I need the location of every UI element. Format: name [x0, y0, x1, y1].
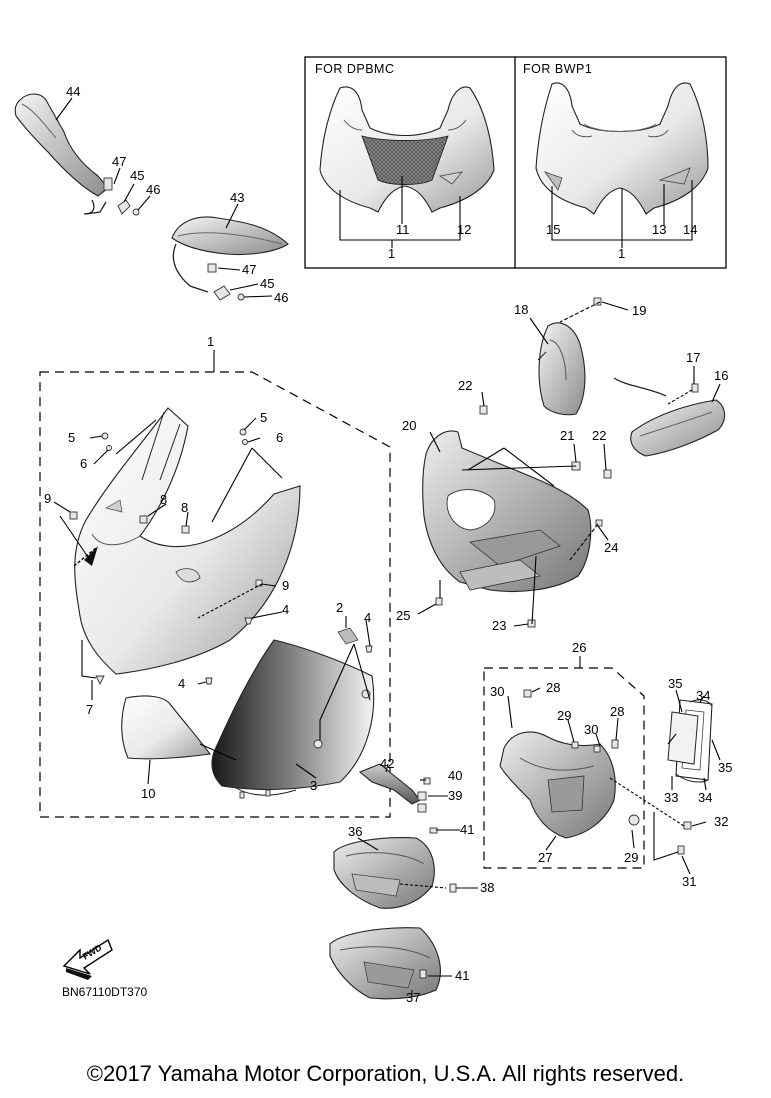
callout-23: 23	[492, 618, 506, 633]
callout-46-right: 46	[274, 290, 288, 305]
callout-3: 3	[310, 778, 317, 793]
callout-7: 7	[86, 702, 93, 717]
callout-11: 11	[396, 222, 410, 237]
callout-25: 25	[396, 608, 410, 623]
copyright-notice: ©2017 Yamaha Motor Corporation, U.S.A. A…	[86, 1061, 685, 1086]
callout-40: 40	[448, 768, 462, 783]
lower-cover-group: 42 40 39 41 36 38 41 37	[329, 756, 494, 1005]
callout-39: 39	[448, 788, 462, 803]
callout-29-top: 29	[557, 708, 571, 723]
callout-5-left: 5	[68, 430, 75, 445]
diagram-code: BN67110DT370	[62, 985, 147, 999]
duct-gasket-group: 35 34 35 33 34	[664, 676, 732, 805]
callout-18: 18	[514, 302, 528, 317]
variant-inset: FOR DPBMC FOR BWP1 11 12 1 15	[304, 56, 727, 269]
callout-41-top: 41	[460, 822, 474, 837]
callout-41-bottom: 41	[455, 968, 469, 983]
callout-10: 10	[141, 786, 155, 801]
callout-29-bottom: 29	[624, 850, 638, 865]
callout-1: 1	[207, 334, 214, 349]
callout-19: 19	[632, 303, 646, 318]
fairing-front-dpbmc	[319, 86, 495, 213]
callout-37: 37	[406, 990, 420, 1005]
callout-24: 24	[604, 540, 618, 555]
callout-15: 15	[546, 222, 560, 237]
callout-22-right: 22	[592, 428, 606, 443]
callout-43: 43	[230, 190, 244, 205]
callout-46-left: 46	[146, 182, 160, 197]
callout-35-right: 35	[718, 760, 732, 775]
callout-8-left: 8	[160, 492, 167, 507]
callout-17: 17	[686, 350, 700, 365]
callout-14: 14	[683, 222, 697, 237]
callout-6-left: 6	[80, 456, 87, 471]
fairing-front-bwp1	[535, 82, 709, 215]
callout-28-right: 28	[610, 704, 624, 719]
callout-13: 13	[652, 222, 666, 237]
callout-6-right: 6	[276, 430, 283, 445]
callout-1-inset-left: 1	[388, 246, 395, 261]
callout-35-top: 35	[668, 676, 682, 691]
callout-30-left: 30	[490, 684, 504, 699]
callout-21: 21	[560, 428, 574, 443]
callout-30-right: 30	[584, 722, 598, 737]
callout-16: 16	[714, 368, 728, 383]
callout-34-top: 34	[696, 688, 710, 703]
inset-left-title: FOR DPBMC	[315, 62, 395, 76]
callout-28-left: 28	[546, 680, 560, 695]
callout-45-right: 45	[260, 276, 274, 291]
headlight-bracket-group: 18 19	[514, 297, 646, 416]
parts-diagram: FOR DPBMC FOR BWP1 11 12 1 15	[14, 56, 732, 1005]
callout-20: 20	[402, 418, 416, 433]
callout-12: 12	[457, 222, 471, 237]
callout-33: 33	[664, 790, 678, 805]
callout-22-top: 22	[458, 378, 472, 393]
callout-31: 31	[682, 874, 696, 889]
callout-9-right: 9	[282, 578, 289, 593]
callout-36: 36	[348, 824, 362, 839]
callout-44: 44	[66, 84, 80, 99]
mirror-assembly-right: 43 47 45 46	[171, 190, 289, 305]
inner-panel-group: 20 22 21 22 24 25 23	[396, 378, 618, 633]
callout-9-left: 9	[44, 491, 51, 506]
callout-47-left: 47	[112, 154, 126, 169]
callout-4-right: 4	[364, 610, 371, 625]
cowling-assembly-group: 1	[39, 334, 391, 818]
air-duct-group: 26 30 28 29 30 28 27 29 32 31	[483, 640, 728, 889]
mirror-assembly-left: 44 47 45 46	[14, 84, 160, 216]
callout-2: 2	[336, 600, 343, 615]
callout-8-right: 8	[181, 500, 188, 515]
inset-right-title: FOR BWP1	[523, 62, 592, 76]
fwd-arrow-icon: FWD	[62, 938, 113, 980]
callout-45-left: 45	[130, 168, 144, 183]
callout-26: 26	[572, 640, 586, 655]
turn-signal-group: 17 16	[613, 350, 728, 457]
callout-27: 27	[538, 850, 552, 865]
callout-4-top: 4	[282, 602, 289, 617]
callout-1-inset-right: 1	[618, 246, 625, 261]
callout-47-right: 47	[242, 262, 256, 277]
callout-32: 32	[714, 814, 728, 829]
callout-4-left: 4	[178, 676, 185, 691]
callout-42: 42	[380, 756, 394, 771]
callout-38: 38	[480, 880, 494, 895]
callout-34-bottom: 34	[698, 790, 712, 805]
callout-5-right: 5	[260, 410, 267, 425]
